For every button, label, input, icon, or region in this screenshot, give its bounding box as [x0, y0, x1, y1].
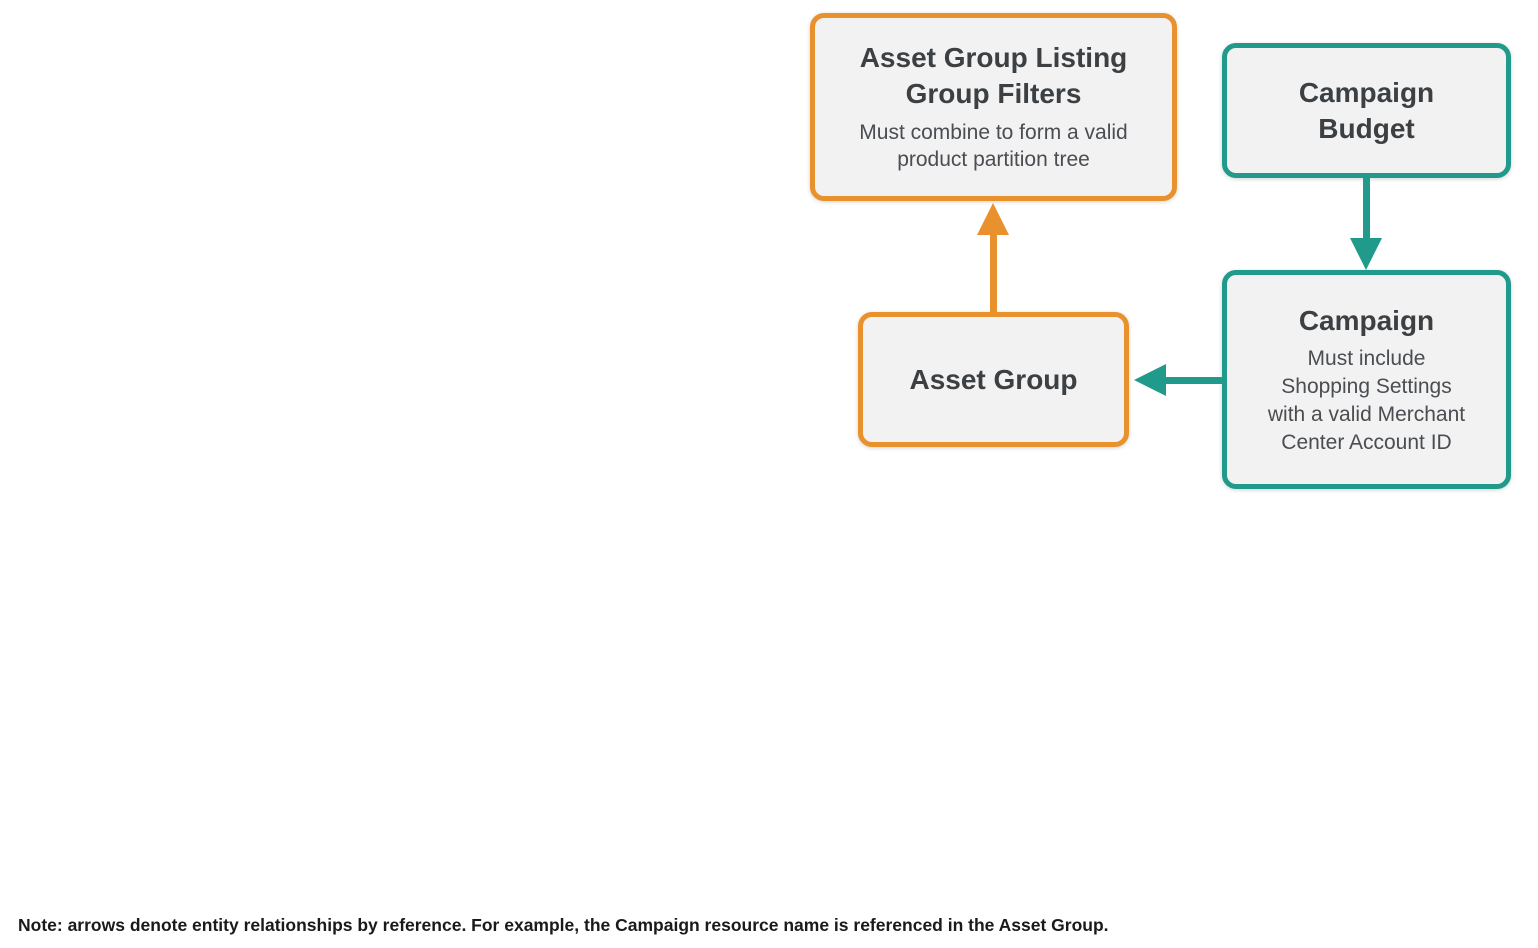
asset-group-box: Asset Group — [858, 312, 1129, 447]
campaign-budget-box: Campaign Budget — [1222, 43, 1511, 178]
arrow-head-up — [977, 203, 1009, 235]
arrow-head-down — [1350, 238, 1382, 270]
arrow-shaft — [1163, 377, 1222, 384]
asset-group-listing-group-filters-subtitle: Must combine to form a valid product par… — [859, 120, 1128, 172]
campaign-budget-title: Campaign Budget — [1298, 76, 1435, 144]
asset-group-listing-group-filters-title: Asset Group Listing Group Filters — [859, 41, 1128, 109]
asset-group-title: Asset Group — [909, 363, 1078, 395]
arrow-head-left — [1134, 364, 1166, 396]
campaign-box: Campaign Must include Shopping Settings … — [1222, 270, 1511, 489]
diagram-note: Note: arrows denote entity relationships… — [18, 915, 1109, 935]
campaign-title: Campaign — [1298, 304, 1435, 336]
arrow-shaft — [990, 232, 997, 312]
campaign-subtitle: Must include Shopping Settings with a va… — [1267, 347, 1466, 454]
arrow-shaft — [1363, 178, 1370, 240]
asset-group-listing-group-filters-box: Asset Group Listing Group Filters Must c… — [810, 13, 1177, 201]
